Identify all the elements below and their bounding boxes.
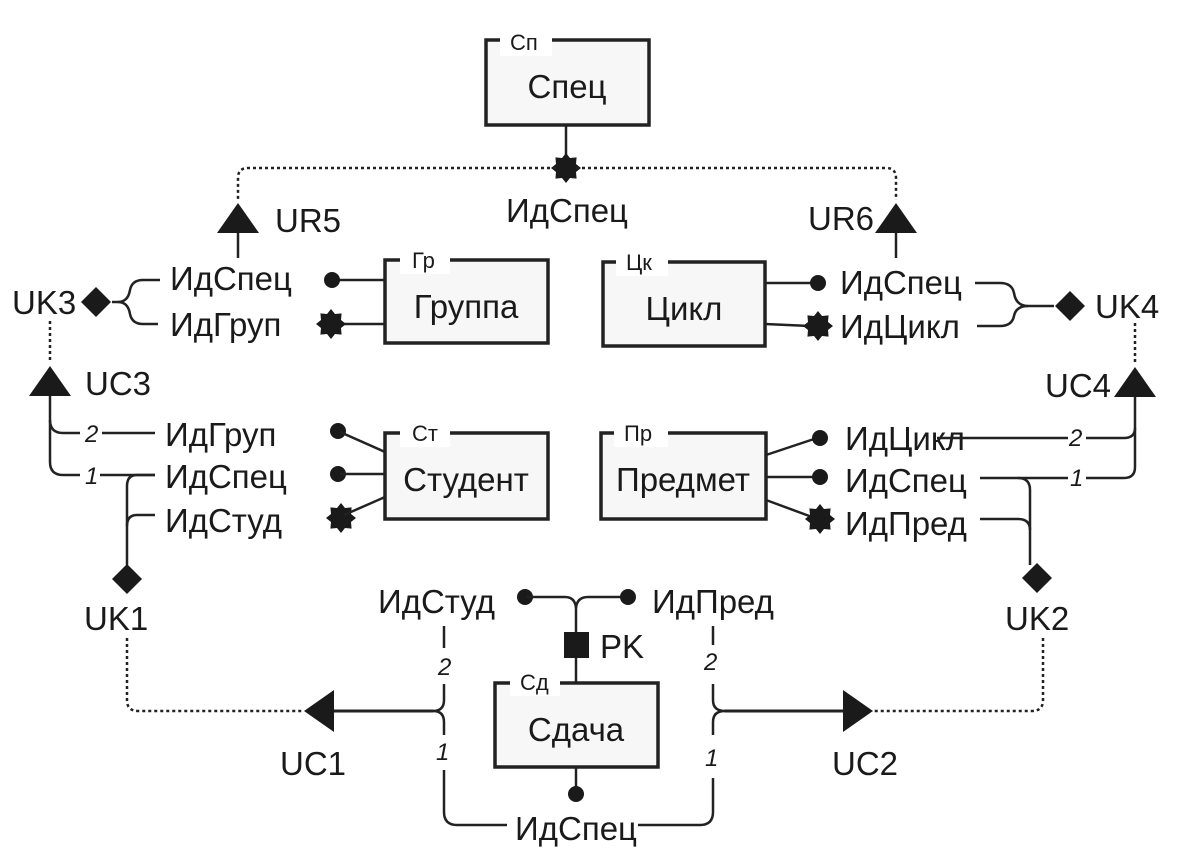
diamond-icon [1055,291,1085,321]
order-uc1-1: 1 [436,739,449,766]
key-uk4: UK4 [1095,288,1159,325]
dot-icon [812,469,828,485]
attr-student-id: ИдСтуд [165,502,282,539]
attr-student-group: ИдГруп [165,416,276,453]
entity-student-name: Студент [403,461,529,498]
key-pk: PK [600,628,644,665]
key-uk3: UK3 [12,284,76,321]
entity-student-box [383,431,550,521]
entity-cycle-name: Цикл [646,290,723,327]
link-uk2-uc2 [873,638,1045,713]
entity-exam-box [493,681,660,769]
attr-cycle-spec: ИдСпец [840,264,962,301]
entity-group-name: Группа [414,288,519,325]
triangle-icon [29,366,71,396]
entity-exam[interactable]: Сд Сдача [493,670,660,769]
entity-subject-abbr: Пр [624,421,652,446]
diamond-icon [1022,563,1052,593]
key-uc3: UC3 [85,365,151,402]
attr-cycle-id: ИдЦикл [840,308,960,345]
star-icon [805,504,835,534]
star-icon [803,311,833,341]
triangle-icon [1114,367,1156,397]
dot-icon [810,275,826,291]
entity-cycle-abbr: Цк [626,250,652,275]
entity-subject[interactable]: Пр Предмет [599,421,768,521]
attr-exam-subject: ИдПред [652,583,774,620]
entity-subject-box [599,431,768,521]
link-ur6 [576,166,898,200]
order-uc3-2: 2 [84,421,98,448]
key-uc1: UC1 [280,745,346,782]
dot-icon [324,272,340,288]
attr-spec-id: ИдСпец [506,192,628,229]
entity-student[interactable]: Ст Студент [383,421,550,521]
diamond-icon [112,564,142,594]
entity-group[interactable]: Гр Группа [383,248,550,345]
key-ur6: UR6 [808,200,874,237]
key-uk1: UK1 [84,600,148,637]
order-uc1-2: 2 [437,654,451,681]
dot-icon [620,589,636,605]
entity-student-abbr: Ст [412,421,438,446]
attr-exam-student: ИдСтуд [378,583,495,620]
square-icon [564,632,589,658]
attr-group-spec: ИдСпец [170,260,292,297]
diamond-icon [81,287,111,317]
attr-subject-id: ИдПред [845,505,967,542]
entity-exam-abbr: Сд [520,670,549,695]
key-uc4: UC4 [1045,367,1111,404]
dot-icon [812,430,828,446]
key-ur5: UR5 [275,202,341,239]
entity-spec-tab [500,28,552,56]
order-uc4-2: 2 [1068,425,1082,452]
order-uc4-1: 1 [1070,465,1083,492]
triangle-icon [304,690,334,732]
order-uc2-1: 1 [705,745,718,772]
attr-subject-spec: ИдСпец [845,462,967,499]
entity-spec[interactable]: Сп Спец [484,28,651,127]
triangle-icon [875,203,917,233]
entity-spec-abbr: Сп [510,30,538,55]
attr-student-spec: ИдСпец [165,458,287,495]
attr-exam-spec: ИдСпец [515,810,637,847]
triangle-icon [843,690,873,732]
key-uk2: UK2 [1005,600,1069,637]
attr-group-id: ИдГруп [170,306,281,343]
entity-group-abbr: Гр [412,248,435,273]
order-uc3-1: 1 [85,463,98,490]
triangle-icon [217,203,259,233]
dot-icon [517,589,533,605]
star-icon [326,503,356,533]
dot-icon [568,786,584,802]
entity-cycle[interactable]: Цк Цикл [601,250,767,348]
star-icon [316,309,346,339]
dot-icon [330,466,346,482]
dot-icon [330,423,346,439]
link-ur5 [236,166,556,200]
order-uc2-2: 2 [703,649,717,676]
entity-exam-name: Сдача [528,711,625,748]
entity-spec-name: Спец [528,68,607,105]
key-uc2: UC2 [832,745,898,782]
entity-subject-name: Предмет [616,461,750,498]
link-uk1-uc1 [125,638,303,713]
